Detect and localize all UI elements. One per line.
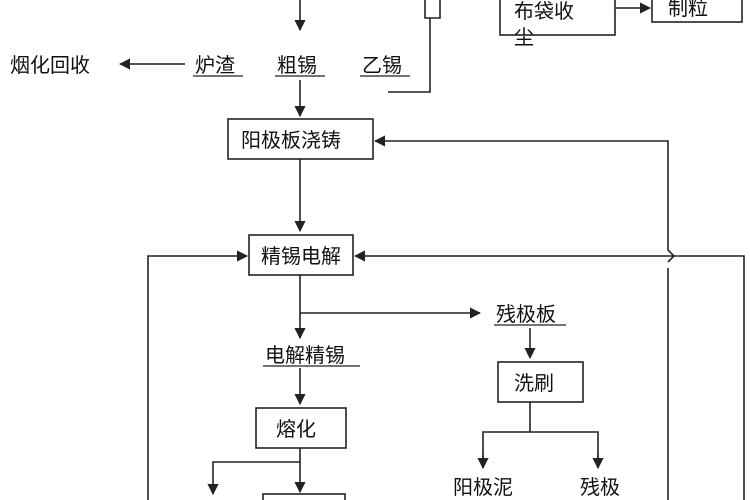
connector-residual-return-to-casting: [375, 141, 669, 500]
washing-box: 洗刷: [497, 361, 584, 403]
refining-electrolysis-box: 精锡电解: [248, 234, 354, 276]
fuming-recovery-label: 烟化回收: [10, 53, 90, 77]
connector-b-tin-return: [388, 18, 431, 93]
anode-slime-label: 阳极泥: [453, 475, 513, 499]
connector-right-into-electrolysis: [353, 250, 745, 500]
connector-top-bracket: [424, 0, 441, 19]
next-step-box-partial: [262, 493, 346, 500]
connector-washing-split: [482, 402, 599, 462]
melting-label: 熔化: [276, 417, 316, 441]
residual-plate-label: 残极板: [496, 302, 556, 326]
anode-casting-label: 阳极板浇铸: [241, 128, 341, 152]
bag-dust-box: 布袋收 尘: [499, 0, 616, 49]
anode-casting-box: 阳极板浇铸: [227, 118, 374, 160]
granulate-label: 制粒: [668, 0, 708, 20]
refining-electrolysis-label: 精锡电解: [261, 244, 341, 268]
slag-label: 炉渣: [195, 53, 235, 77]
connector-melting-branch: [207, 461, 300, 496]
connector-left-loop-into-electrolysis: [147, 250, 249, 500]
granulate-box: 制粒: [651, 0, 743, 23]
electrolytic-tin-label: 电解精锡: [265, 343, 345, 367]
crude-tin-label: 粗锡: [277, 53, 317, 77]
residual-anode-label: 残极: [580, 475, 620, 499]
bag-dust-label-1: 布袋收: [514, 0, 574, 23]
bag-dust-label-2: 尘: [514, 25, 534, 49]
b-tin-label: 乙锡: [362, 53, 402, 77]
washing-label: 洗刷: [514, 371, 554, 395]
melting-box: 熔化: [255, 407, 347, 449]
